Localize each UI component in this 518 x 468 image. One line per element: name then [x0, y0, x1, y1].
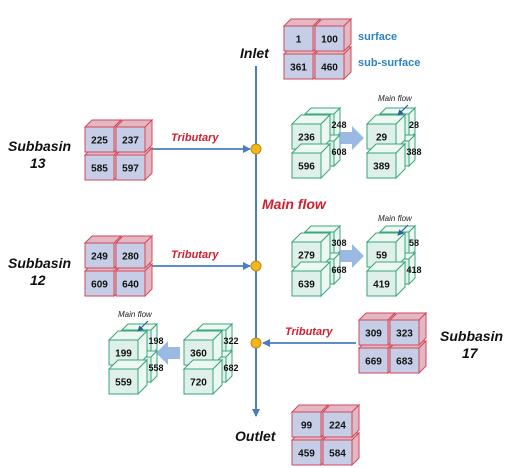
subbasin-17-block-cell-1: 323: [396, 329, 413, 340]
merge3-left-front-0: 199: [115, 349, 132, 360]
inlet-block-cube-1: [313, 17, 353, 53]
merge1-left-front-0: 236: [298, 133, 315, 144]
merge3-right-front-1: 720: [190, 378, 207, 389]
outlet-block-cell-0: 99: [301, 421, 313, 432]
outlet-block-cell-3: 584: [329, 449, 346, 460]
merge2-left-front-0: 279: [298, 251, 315, 262]
subbasin-12-block-cell-1: 280: [122, 252, 139, 263]
outlet-label: Outlet: [235, 428, 277, 444]
merge3-left-front-1: 559: [115, 378, 132, 389]
merge2-main-flow: Main flow: [378, 214, 413, 223]
subbasin-13-block: 585 597 225 237: [83, 118, 154, 182]
merge1-main-flow: Main flow: [378, 94, 413, 103]
merge1-right-side-0: 28: [409, 120, 419, 130]
merge2-shadow-arrow: [340, 244, 364, 268]
merge3-main-flow: Main flow: [118, 310, 153, 319]
subbasin-13-number: 13: [30, 155, 46, 171]
merge2-left-front-1: 639: [298, 280, 315, 291]
inlet-block-cell-3: 460: [321, 63, 338, 74]
merge2-right-front-1: 419: [373, 280, 390, 291]
merge1-right-side-1: 388: [406, 147, 421, 157]
subbasin-17-block-cell-0: 309: [365, 329, 382, 340]
subbasin-13-block-cube-1: [114, 118, 154, 154]
subbasin-13-block-cell-2: 585: [91, 164, 108, 175]
inlet-block: 361 460 1 100: [282, 17, 353, 81]
outlet-block: 459 584 99 224: [290, 403, 361, 467]
subbasin-17-block-cube-1: [388, 311, 428, 347]
subbasin-13-title: Subbasin: [8, 138, 71, 154]
merge1-shadow-arrow: [340, 126, 364, 150]
subbasin-12-block-cell-3: 640: [122, 280, 139, 291]
merge3-shadow-arrow: [156, 341, 180, 365]
merge1-left-side-1: 608: [331, 147, 346, 157]
tributary-label-12: Tributary: [171, 249, 219, 261]
merge3-left: 199 559 198 558: [107, 322, 164, 396]
sub-surface-label: sub-surface: [358, 57, 420, 69]
subbasin-12-block-cell-0: 249: [91, 252, 108, 263]
merge2-left: 279 639 308 668: [290, 224, 347, 298]
outlet-block-cube-1: [321, 403, 361, 439]
tributary-label-13: Tributary: [171, 132, 219, 144]
merge1-right-front-0: 29: [376, 133, 388, 144]
merge1-left: 236 596 248 608: [290, 106, 347, 180]
subbasin-12-number: 12: [30, 272, 46, 288]
merge3-right-front-bottom: [182, 358, 224, 396]
subbasin-12-block: 609 640 249 280: [83, 234, 154, 298]
outlet-block-cell-2: 459: [298, 449, 315, 460]
merge1-left-front-1: 596: [298, 162, 315, 173]
merge1-left-side-0: 248: [331, 120, 346, 130]
merge2-right-front-0: 59: [376, 251, 388, 262]
merge1-left-front-bottom: [290, 142, 332, 180]
subbasin-17-block-cell-2: 669: [365, 357, 382, 368]
merge2-left-side-0: 308: [331, 238, 346, 248]
outlet-block-cell-1: 224: [329, 421, 346, 432]
merge3-left-front-bottom: [107, 358, 149, 396]
merge1-right-front-1: 389: [373, 162, 390, 173]
subbasin-17-number: 17: [462, 345, 479, 361]
junction-node-2: [250, 260, 262, 272]
inlet-block-cell-2: 361: [290, 63, 307, 74]
inlet-block-cell-0: 1: [296, 35, 302, 46]
subbasin-13-block-cell-3: 597: [122, 164, 139, 175]
merge3-right-side-0: 322: [223, 336, 238, 346]
merge2-left-side-1: 668: [331, 265, 346, 275]
merge3-main-flow-arrow: [137, 320, 149, 332]
merge1-right-front-bottom: [365, 142, 407, 180]
subbasin-12-block-cell-2: 609: [91, 280, 108, 291]
junction-node-1: [250, 143, 262, 155]
merge2-left-front-bottom: [290, 260, 332, 298]
cell-blocks: 361 460 1 100 459 584 99 224 585 597 225 237 609 640 2…: [83, 17, 428, 467]
merge2-right-side-0: 58: [409, 238, 419, 248]
merge2-right-front-bottom: [365, 260, 407, 298]
subbasin-17-block-cell-3: 683: [396, 357, 413, 368]
merge1-main-flow-arrow: [397, 104, 409, 116]
merge1-right: 29 389 28 388: [365, 106, 422, 180]
merge3-left-side-1: 558: [148, 363, 163, 373]
merge3-right: 360 720 322 682: [182, 322, 239, 396]
surface-label: surface: [358, 31, 397, 43]
subbasin-12-title: Subbasin: [8, 255, 71, 271]
subbasin-13-block-cell-0: 225: [91, 136, 108, 147]
subbasin-13-block-cell-1: 237: [122, 136, 139, 147]
merge3-right-front-0: 360: [190, 349, 207, 360]
subbasin-12-block-cube-1: [114, 234, 154, 270]
inlet-label: Inlet: [240, 45, 270, 61]
main-flow-label: Main flow: [262, 196, 327, 212]
junction-node-3: [250, 337, 262, 349]
merge2-right-side-1: 418: [406, 265, 421, 275]
merge3-left-side-0: 198: [148, 336, 163, 346]
merge2-right: 59 419 58 418: [365, 224, 422, 298]
merge2-main-flow-arrow: [397, 224, 409, 236]
subbasin-17-title: Subbasin: [440, 328, 503, 344]
inlet-block-cell-1: 100: [321, 35, 338, 46]
tributary-label-17: Tributary: [285, 326, 333, 338]
merge3-right-side-1: 682: [223, 363, 238, 373]
subbasin-17-block: 669 683 309 323: [357, 311, 428, 375]
